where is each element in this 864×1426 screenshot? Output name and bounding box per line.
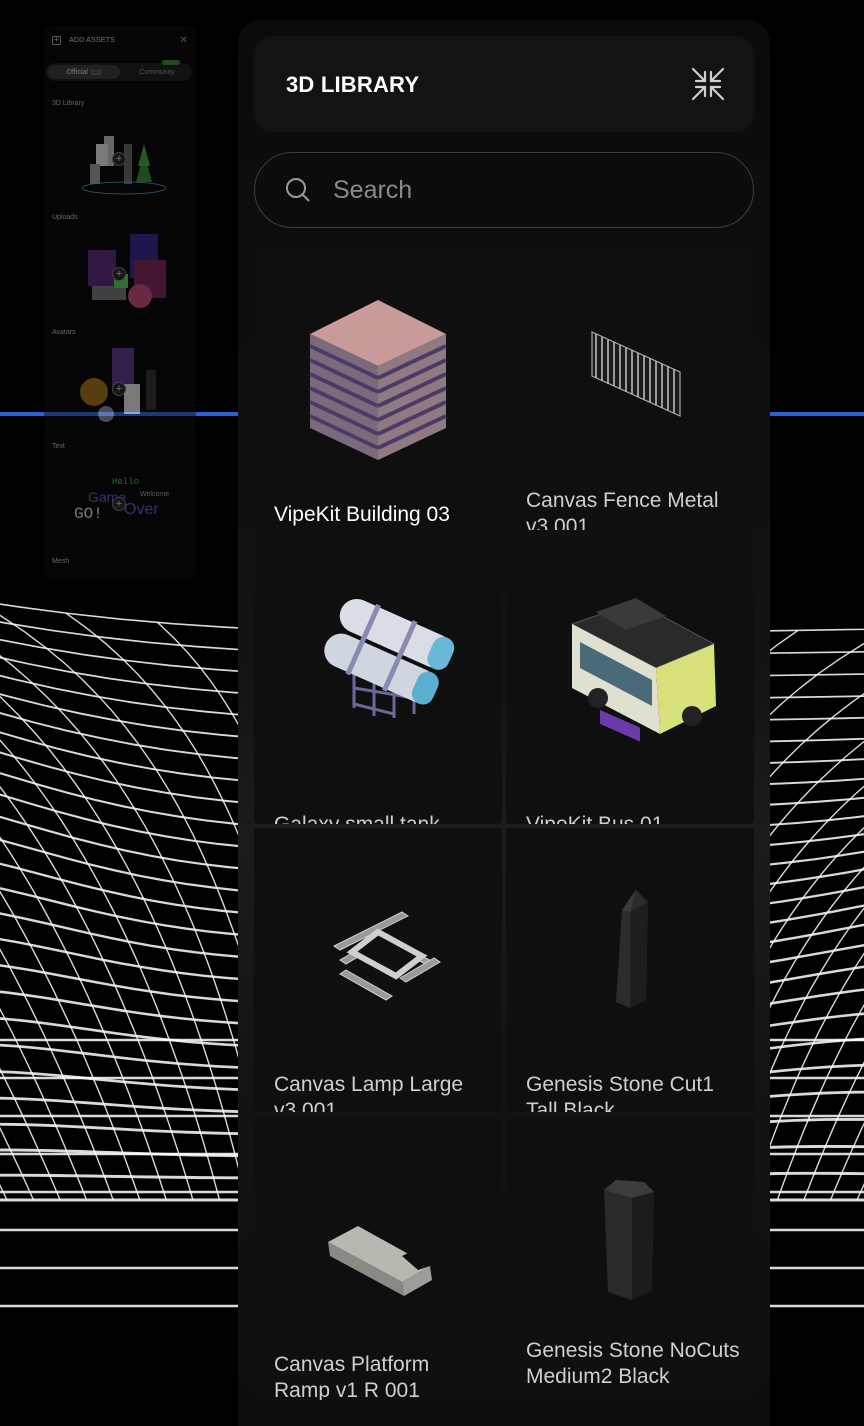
asset-name: Galaxy small tank [274,812,489,824]
avatars-thumbnail[interactable] [74,344,174,428]
asset-name: VipeKit Bus 01 [526,812,741,824]
add-icon[interactable]: + [52,35,61,45]
new-indicator [162,60,180,65]
terrain-grid-line [750,952,864,1201]
terrain-grid-line [0,695,247,1201]
stone-pillar-model-icon [616,890,648,1008]
tab-community[interactable]: Community [124,60,190,79]
terrain-grid-line [0,836,167,1201]
asset-card[interactable]: Canvas Lamp Large v3 001 [254,828,502,1112]
close-icon[interactable]: ✕ [179,34,188,46]
asset-name: Genesis Stone NoCuts Medium2 Black [526,1339,740,1388]
collapse-icon[interactable] [690,66,726,102]
add-assets-title: ADD ASSETS [69,36,115,44]
asset-card[interactable]: Genesis Stone Cut1 Tall Black [506,828,754,1112]
thumb-text-hello: Hello [112,477,139,487]
asset-card[interactable]: Canvas Platform Ramp v1 R 001 [254,1118,502,1400]
terrain-grid-line [0,948,114,1201]
section-label-avatars: Avatars [52,329,76,336]
add-avatars-icon[interactable]: + [112,382,126,396]
add-assets-header: + ADD ASSETS ✕ [52,34,188,46]
horizon-line-right [770,412,864,416]
stone-column-model-icon [604,1180,654,1300]
terrain-grid-line [0,1007,88,1201]
terrain-grid-line [0,890,141,1201]
page-title: 3D LIBRARY [286,72,420,97]
terrain-grid-line [776,1003,864,1201]
add-assets-panel: + ADD ASSETS ✕ Official 20 Community 3D … [44,26,196,581]
3d-library-thumbnail[interactable] [74,114,174,198]
terrain-grid-line [829,1122,864,1201]
section-label-mesh: Mesh [52,558,70,565]
bus-model-icon [570,598,716,742]
building-model-icon [309,300,447,460]
section-label-text: Text [52,443,65,450]
terrain-grid-line [0,1183,8,1201]
search-input[interactable] [333,170,713,210]
lamp-frame-model-icon [333,911,441,1001]
3d-library-panel: 3D LIBRARY VipeKit B [238,20,770,1426]
text-thumbnail[interactable]: Hello Game Over Welcome GO! [74,458,174,542]
section-label-uploads: Uploads [52,214,78,221]
search-bar[interactable] [254,152,754,228]
asset-card[interactable]: Genesis Stone NoCuts Medium2 Black [506,1118,754,1400]
asset-name: Canvas Platform Ramp v1 R 001 [274,1353,430,1400]
add-uploads-icon[interactable]: + [112,267,126,281]
library-header: 3D LIBRARY [254,36,754,132]
asset-name: Canvas Fence Metal v3 001 [526,489,719,530]
thumb-text-welcome: Welcome [140,491,169,498]
thumb-text-over: Over [124,501,159,518]
fence-model-icon [591,331,681,417]
tab-official[interactable]: Official 20 [48,65,120,79]
asset-card[interactable]: VipeKit Building 03 [254,248,502,530]
asset-card[interactable]: VipeKit Bus 01 [506,538,754,824]
asset-card[interactable]: Canvas Fence Metal v3 001 [506,248,754,530]
tank-model-icon [324,598,455,718]
terrain-grid-line [0,785,194,1201]
terrain-grid-line [803,1061,864,1201]
asset-name: Canvas Lamp Large v3 001 [274,1073,464,1112]
asset-source-tabs: Official 20 Community [46,60,192,81]
horizon-line-left [0,412,238,416]
add-text-icon[interactable]: + [112,497,126,511]
add-3d-library-icon[interactable]: + [112,152,126,166]
thumb-text-go: GO! [74,505,103,523]
search-icon [286,178,310,202]
terrain-grid-line [0,1067,61,1201]
ramp-model-icon [328,1226,432,1296]
section-label-3d-library: 3D Library [52,100,85,107]
terrain-grid-line [856,1182,864,1201]
asset-name: VipeKit Building 03 [274,503,450,526]
terrain-grid-line [0,739,221,1201]
official-count-badge: 20 [90,69,102,75]
asset-name: Genesis Stone Cut1 Tall Black [526,1073,714,1112]
asset-card[interactable]: Galaxy small tank [254,538,502,824]
uploads-thumbnail[interactable] [74,230,174,314]
